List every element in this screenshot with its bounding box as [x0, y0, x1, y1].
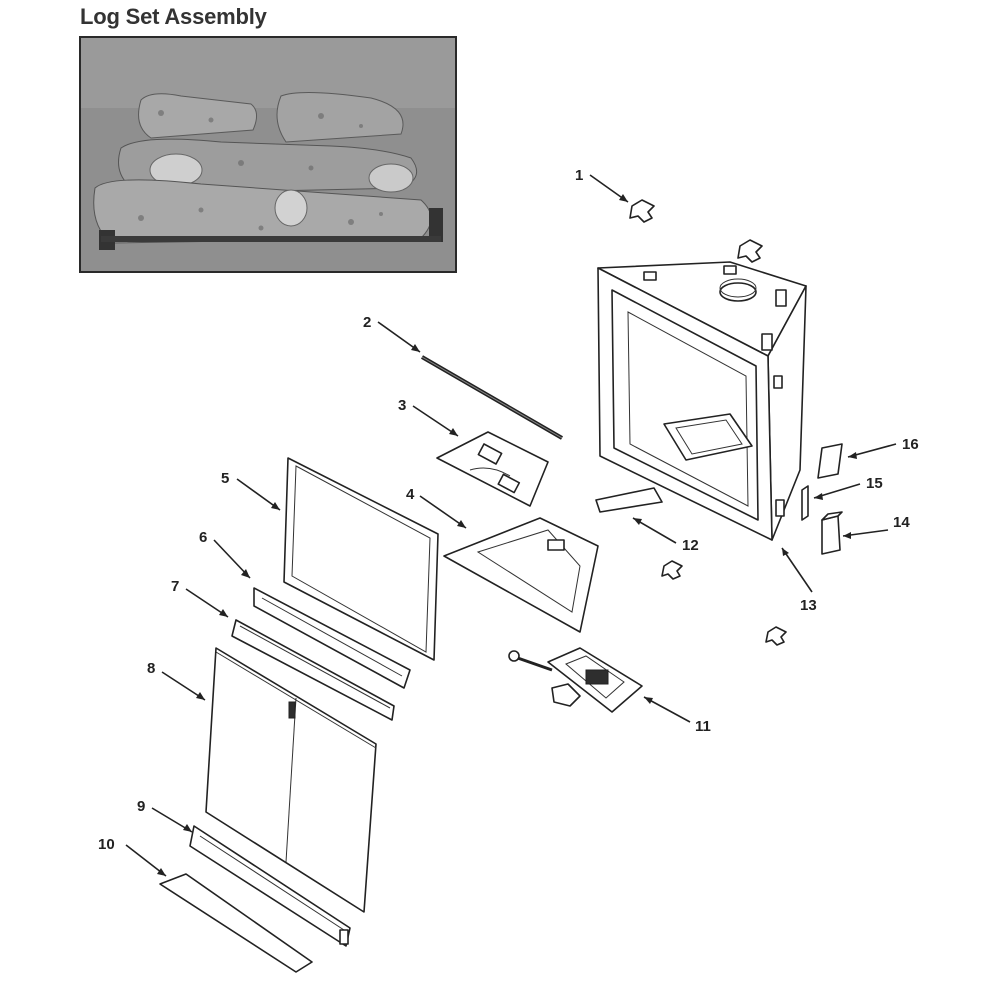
part-2-rod	[420, 355, 564, 440]
callout-7: 7	[171, 578, 179, 595]
part-3-burner-plate	[436, 431, 549, 507]
callout-8: 8	[147, 660, 155, 677]
callout-6: 6	[199, 529, 207, 546]
part-8-screen	[205, 647, 377, 913]
callout-9: 9	[137, 798, 145, 815]
part-12-bracket	[595, 487, 663, 513]
callout-15: 15	[866, 475, 883, 492]
firebox-assembly	[597, 261, 807, 541]
page-title: Log Set Assembly	[80, 4, 267, 29]
part-16-plate	[817, 443, 843, 479]
part-7-channel	[231, 619, 395, 721]
callout-4: 4	[406, 486, 415, 503]
part-6-trim	[253, 587, 411, 689]
part-4-tray	[443, 517, 599, 633]
part-11-valve-assembly	[508, 647, 643, 713]
callout-2: 2	[363, 314, 371, 331]
log-set-photo	[79, 36, 457, 273]
callout-14: 14	[893, 514, 910, 531]
callout-10: 10	[98, 836, 115, 853]
callout-11: 11	[695, 718, 711, 735]
callout-13: 13	[800, 597, 817, 614]
part-1-brackets	[629, 199, 787, 646]
callout-3: 3	[398, 397, 406, 414]
callout-5: 5	[221, 470, 229, 487]
part-10-base-plate	[159, 873, 313, 973]
part-9-lower-trim	[189, 825, 351, 947]
callout-12: 12	[682, 537, 699, 554]
part-5-glass-frame	[283, 457, 439, 661]
part-14-block	[821, 511, 843, 555]
leader-lines	[125, 174, 897, 877]
callout-16: 16	[902, 436, 919, 453]
part-15-clip	[801, 485, 809, 521]
callout-1: 1	[575, 167, 583, 184]
